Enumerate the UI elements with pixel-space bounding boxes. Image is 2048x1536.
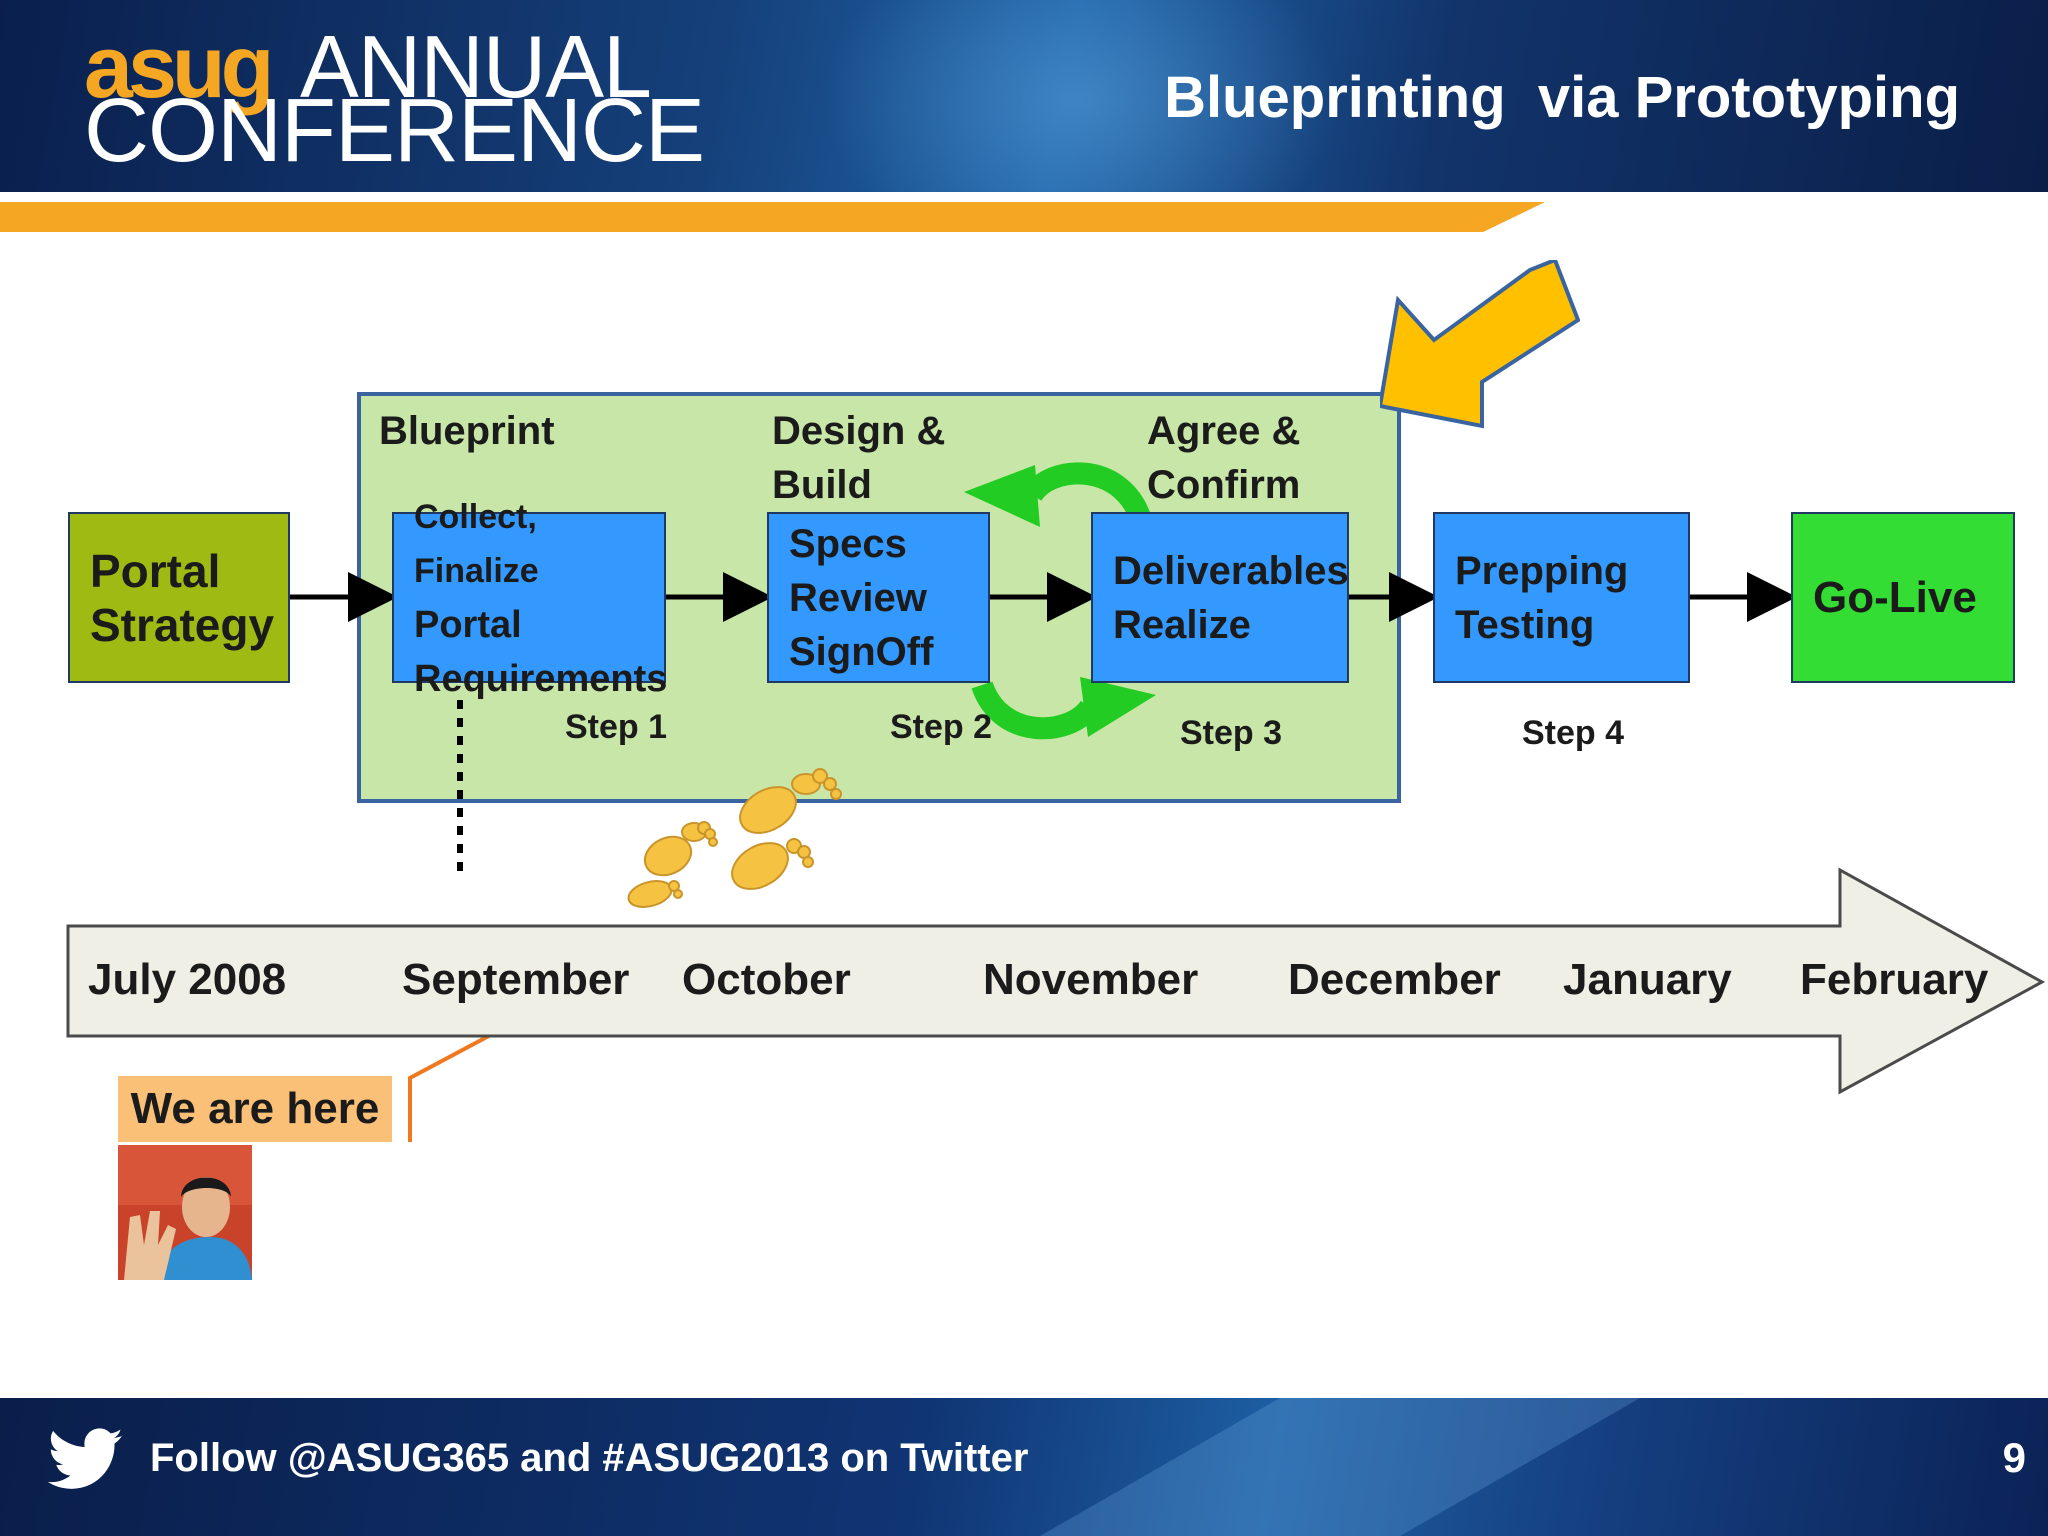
timeline-month-february: February: [1800, 955, 1989, 1004]
collect-requirements-box: Collect, Finalize Portal Requirements: [392, 498, 667, 700]
phase-label-design-line2: Build: [772, 463, 872, 507]
footer-bar: [0, 1398, 2048, 1536]
logo-conference: CONFERENCE: [84, 81, 705, 181]
timeline-month-november: November: [983, 955, 1199, 1004]
specs-line3: SignOff: [789, 629, 934, 674]
highlight-pointer-arrow: [1380, 260, 1580, 429]
we-are-here-label: We are here: [118, 1076, 392, 1142]
orange-accent-band: [0, 202, 1545, 232]
collect-line1: Collect, Finalize: [414, 497, 539, 590]
logo-annual: ANNUAL: [300, 17, 652, 116]
waving-person-photo: [118, 1145, 252, 1280]
timeline-month-january: January: [1563, 955, 1732, 1004]
callout-pointer-line: [408, 1028, 501, 1142]
header-bar: [0, 0, 2048, 192]
page-number: 9: [2002, 1434, 2026, 1481]
collect-line2: Portal: [414, 603, 522, 646]
timeline-month-september: September: [402, 955, 630, 1004]
phase-label-blueprint: Blueprint: [379, 409, 555, 453]
phase-label-agree-line1: Agree &: [1147, 409, 1301, 453]
footprints-icon: [627, 768, 842, 908]
phase-label-design-line1: Design &: [772, 409, 946, 453]
specs-line1: Specs: [789, 521, 907, 566]
golive-label: Go-Live: [1813, 572, 1977, 622]
portal-strategy-line1: Portal: [90, 544, 221, 597]
go-live-box: Go-Live: [1791, 512, 2015, 683]
timeline-month-october: October: [682, 955, 851, 1004]
footer-twitter-text: Follow @ASUG365 and #ASUG2013 on Twitter: [150, 1436, 1029, 1480]
step-label-2: Step 2: [890, 708, 993, 746]
portal-strategy-box: Portal Strategy: [68, 512, 290, 683]
step-label-1: Step 1: [565, 708, 668, 746]
prepping-line1: Prepping: [1455, 548, 1629, 593]
deliverables-line1: Deliverables: [1113, 548, 1349, 593]
collect-line3: Requirements: [414, 657, 668, 700]
portal-strategy-line2: Strategy: [90, 598, 275, 651]
prepping-line2: Testing: [1455, 602, 1595, 647]
prepping-testing-box: Prepping Testing: [1433, 512, 1690, 683]
deliverables-realize-box: Deliverables Realize: [1091, 512, 1349, 683]
step-label-3: Step 3: [1180, 714, 1283, 752]
logo-asug: asug: [84, 17, 274, 116]
timeline-month-december: December: [1288, 955, 1501, 1004]
phase-label-agree-line2: Confirm: [1147, 463, 1301, 507]
specs-line2: Review: [789, 575, 927, 620]
timeline-month-july: July 2008: [88, 955, 287, 1004]
iteration-cycle-arrows: [964, 462, 1156, 740]
deliverables-line2: Realize: [1113, 602, 1251, 647]
step-label-4: Step 4: [1522, 714, 1625, 752]
slide-title: Blueprinting via Prototyping: [1164, 65, 1960, 130]
specs-review-box: Specs Review SignOff: [767, 512, 990, 683]
twitter-bird-icon: [48, 1428, 123, 1489]
